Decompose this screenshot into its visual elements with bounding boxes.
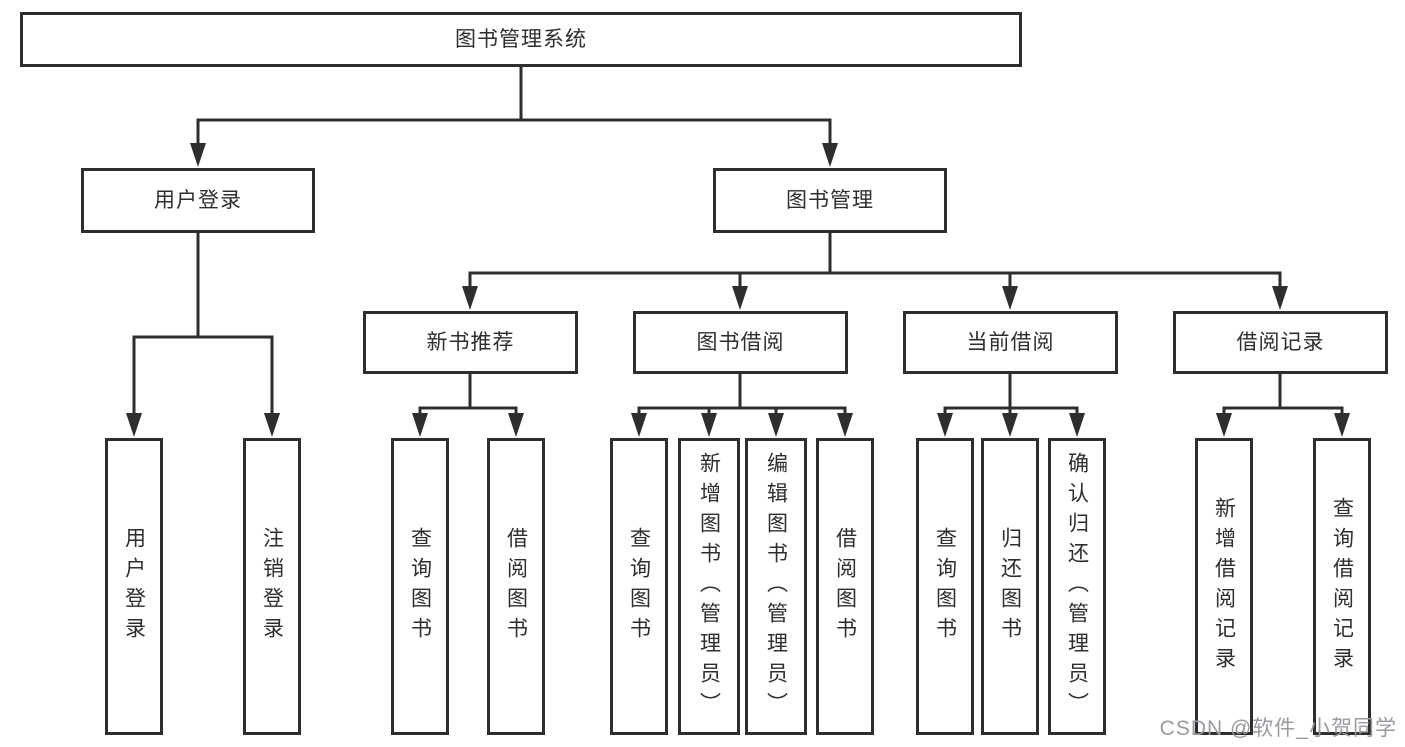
leaf-add-book-admin: 新增图书（管理员） (678, 438, 740, 735)
leaf-query-book-borrow: 查询图书 (610, 438, 668, 735)
node-label: 借阅记录 (1236, 331, 1325, 354)
node-label: 新书推荐 (426, 331, 515, 354)
node-label: 图书借阅 (696, 331, 785, 354)
node-label: 用户登录 (122, 526, 146, 647)
node-new-book-recommend: 新书推荐 (363, 311, 578, 374)
arrowhead (462, 286, 478, 310)
arrowhead (190, 143, 206, 167)
node-label: 新增图书（管理员） (697, 451, 721, 722)
arrowhead (1216, 413, 1232, 437)
node-label: 新增借阅记录 (1212, 496, 1236, 677)
node-label: 确认归还（管理员） (1065, 451, 1089, 722)
arrowhead (1334, 413, 1350, 437)
arrowhead (837, 413, 853, 437)
leaf-confirm-return-admin: 确认归还（管理员） (1048, 438, 1106, 735)
node-label: 查询图书 (408, 526, 432, 647)
arrowhead (1002, 286, 1018, 310)
arrowhead (701, 413, 717, 437)
leaf-logout: 注销登录 (243, 438, 301, 735)
node-label: 借阅图书 (833, 526, 857, 647)
arrowhead (1069, 413, 1085, 437)
leaf-borrow-book: 借阅图书 (816, 438, 874, 735)
arrowhead (631, 413, 647, 437)
connector-level2-rail (196, 118, 832, 144)
leaf-return-book: 归还图书 (981, 438, 1039, 735)
leaf-query-borrow-record: 查询借阅记录 (1313, 438, 1371, 735)
node-label: 借阅图书 (504, 526, 528, 647)
node-borrow-record: 借阅记录 (1173, 311, 1388, 374)
node-label: 查询图书 (933, 526, 957, 647)
node-root-system: 图书管理系统 (20, 12, 1022, 67)
arrowhead (732, 286, 748, 310)
leaf-query-book-recommend: 查询图书 (391, 438, 449, 735)
leaf-borrow-book-recommend: 借阅图书 (487, 438, 545, 735)
connector-newbook-rail (418, 406, 518, 415)
connector-borrowrecord-rail (1222, 406, 1344, 415)
arrowhead (1002, 413, 1018, 437)
node-book-management: 图书管理 (713, 168, 947, 233)
arrowhead (822, 143, 838, 167)
node-label: 用户登录 (154, 189, 242, 212)
leaf-add-borrow-record: 新增借阅记录 (1195, 438, 1253, 735)
leaf-edit-book-admin: 编辑图书（管理员） (745, 438, 807, 735)
node-label: 当前借阅 (966, 331, 1055, 354)
arrowhead (412, 413, 428, 437)
node-current-borrow: 当前借阅 (903, 311, 1118, 374)
arrowhead (1272, 286, 1288, 310)
leaf-user-login: 用户登录 (105, 438, 163, 735)
node-label: 归还图书 (998, 526, 1022, 647)
node-book-borrow: 图书借阅 (633, 311, 848, 374)
node-label: 图书管理系统 (455, 28, 587, 51)
node-label: 查询图书 (627, 526, 651, 647)
arrowhead (126, 413, 142, 437)
connector-userlogin-rail (132, 335, 274, 415)
connector-bookborrow-rail (637, 406, 847, 415)
connector-level3-rail (468, 271, 1282, 288)
arrowhead (937, 413, 953, 437)
node-user-login: 用户登录 (81, 168, 315, 233)
arrowhead (768, 413, 784, 437)
node-label: 注销登录 (260, 526, 284, 647)
node-label: 查询借阅记录 (1330, 496, 1354, 677)
node-label: 图书管理 (786, 189, 874, 212)
arrowhead (264, 413, 280, 437)
leaf-query-book-current: 查询图书 (916, 438, 974, 735)
node-label: 编辑图书（管理员） (764, 451, 788, 722)
arrowhead (508, 413, 524, 437)
